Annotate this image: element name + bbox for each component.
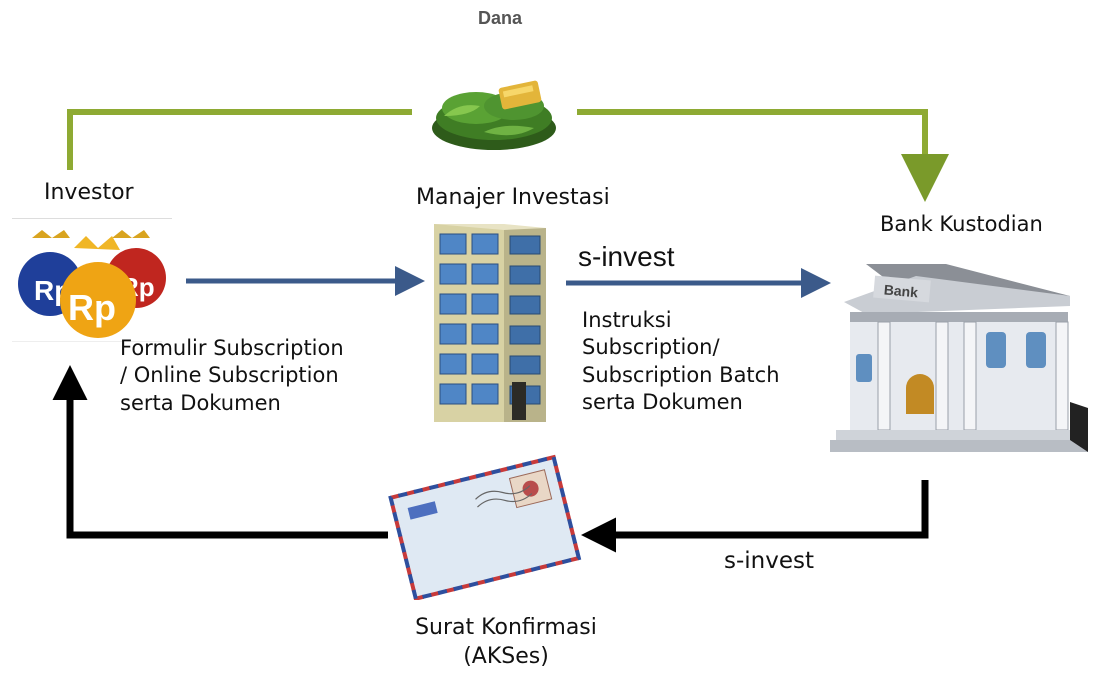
- s-invest-label-bottom: s-invest: [724, 548, 815, 574]
- building-window: [471, 383, 499, 405]
- building-window: [471, 263, 499, 285]
- office-building-icon: [434, 224, 546, 422]
- building-window: [439, 293, 467, 315]
- envelope-icon: [388, 454, 582, 600]
- bank-column: [877, 321, 891, 431]
- money-bags-icon: Rp Rp Rp: [12, 218, 172, 342]
- confirmation-flow-line: [52, 365, 929, 553]
- building-window: [509, 295, 541, 315]
- bank-column: [1055, 321, 1069, 431]
- bank-building-icon: Bank: [830, 264, 1088, 452]
- money-stack-icon: [432, 80, 556, 150]
- s-invest-label-top: s-invest: [578, 241, 675, 272]
- formulir-subscription-label: Formulir Subscription / Online Subscript…: [120, 336, 344, 415]
- building-window: [471, 293, 499, 315]
- building-window: [471, 353, 499, 375]
- building-window: [471, 233, 499, 255]
- building-window: [509, 325, 541, 345]
- building-window: [439, 383, 467, 405]
- dana-label: Dana: [477, 8, 522, 28]
- surat-konfirmasi-label: Surat Konfirmasi (AKSes): [415, 615, 597, 669]
- building-window: [439, 353, 467, 375]
- building-window: [471, 323, 499, 345]
- building-window: [439, 233, 467, 255]
- bank-column: [935, 321, 949, 431]
- investor-label: Investor: [44, 180, 134, 205]
- building-window: [509, 235, 541, 255]
- building-window: [509, 355, 541, 375]
- dana-flow-line: [67, 109, 949, 202]
- svg-text:Bank: Bank: [883, 281, 919, 300]
- building-window: [509, 265, 541, 285]
- svg-text:Rp: Rp: [68, 287, 116, 328]
- bank-column: [963, 321, 977, 431]
- building-window: [439, 263, 467, 285]
- manajer-investasi-label: Manajer Investasi: [416, 185, 610, 210]
- building-window: [439, 323, 467, 345]
- bank-kustodian-label: Bank Kustodian: [880, 212, 1043, 236]
- instruksi-subscription-label: Instruksi Subscription/ Subscription Bat…: [582, 308, 780, 414]
